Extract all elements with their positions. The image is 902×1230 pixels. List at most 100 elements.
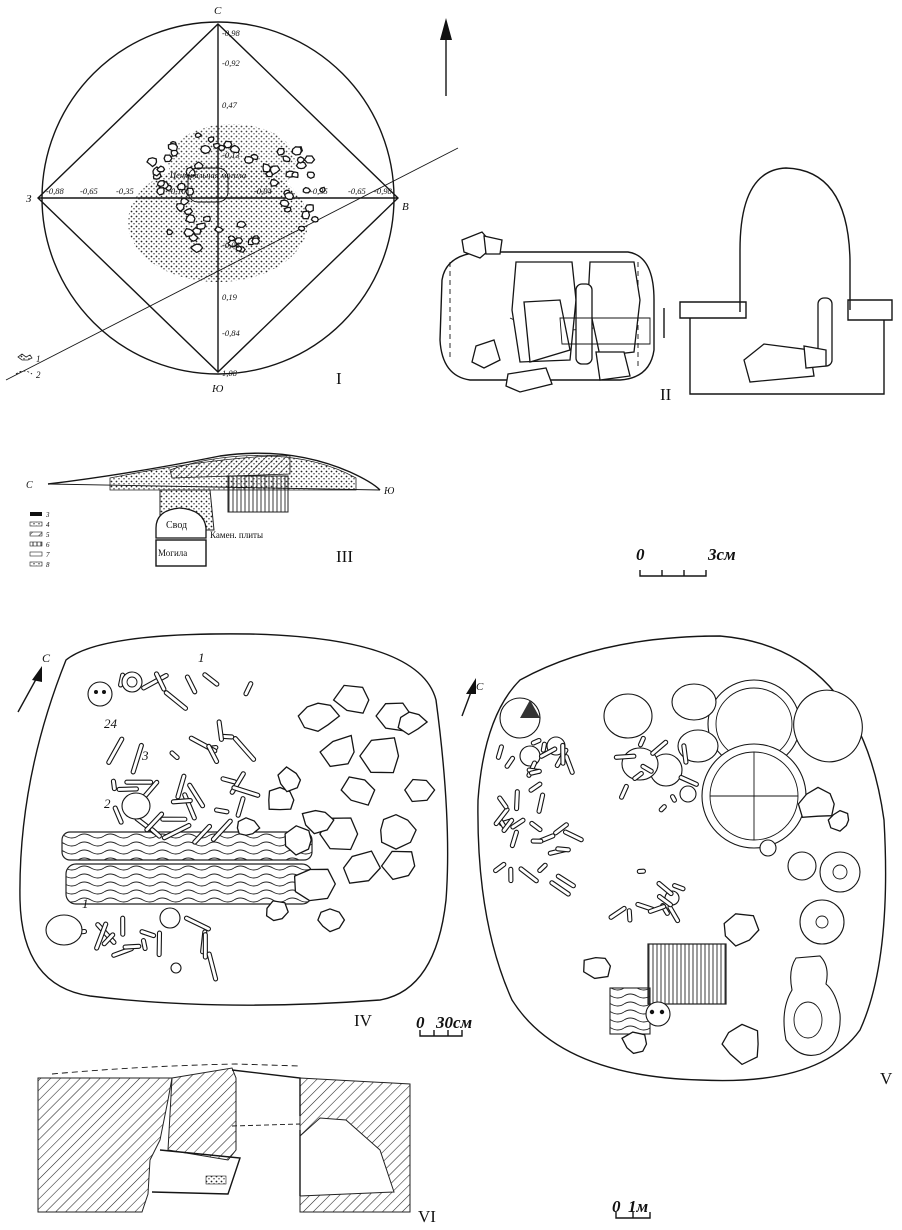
stone	[217, 144, 226, 152]
bone	[184, 674, 198, 695]
bone	[110, 778, 117, 792]
bone	[116, 786, 139, 792]
bone	[235, 796, 246, 818]
stone	[235, 245, 243, 252]
legend-6: 6	[46, 541, 50, 549]
stone	[265, 900, 289, 922]
panel-vi-section: VI	[37, 1063, 436, 1226]
stone	[721, 1023, 759, 1066]
find-number-3: 3	[141, 748, 149, 763]
bone	[632, 770, 644, 781]
scale-small-text: 3см	[707, 545, 736, 564]
stone	[827, 809, 850, 832]
stone	[183, 207, 194, 216]
stone	[276, 147, 286, 156]
scale-bar-large: 0 1м	[612, 1197, 651, 1219]
bone	[213, 807, 230, 815]
level-v6: 0,19	[222, 292, 238, 302]
bone	[206, 951, 219, 982]
stone	[163, 154, 173, 163]
stone	[284, 206, 292, 213]
bone	[555, 873, 576, 889]
bone	[681, 743, 689, 765]
stone-embankment	[128, 124, 326, 282]
stone	[156, 165, 166, 173]
north-arrow	[440, 18, 452, 96]
stone	[304, 204, 314, 213]
cardinal-north: С	[214, 5, 222, 17]
stone	[284, 825, 312, 856]
scale-small-zero: 0	[636, 545, 645, 564]
stone	[176, 182, 186, 191]
level-h8: -0,98	[374, 186, 392, 196]
stone	[185, 187, 195, 196]
cardinal-south: Ю	[211, 383, 224, 395]
bone	[656, 880, 674, 897]
grave-pit-outline	[19, 633, 449, 1006]
legend-8: 8	[46, 561, 50, 569]
bone	[608, 905, 627, 920]
level-v8: 1,08	[222, 368, 238, 378]
stone	[295, 161, 307, 170]
stone	[166, 228, 174, 236]
bone	[640, 763, 654, 774]
panel-i-label: I	[336, 369, 342, 388]
bone	[647, 904, 667, 914]
panel-ii-slab-cist: II	[439, 167, 893, 404]
bone	[163, 690, 189, 711]
bowl-ribbed	[799, 899, 845, 945]
scale-medium-zero: 0	[416, 1013, 425, 1032]
bone	[514, 789, 520, 812]
stone	[213, 225, 225, 233]
bone	[106, 736, 125, 765]
skull	[645, 1001, 671, 1027]
bone	[493, 861, 507, 874]
bone	[175, 773, 187, 800]
bone	[169, 750, 180, 761]
legend-2: 2	[36, 370, 41, 380]
bone	[563, 754, 575, 775]
cauldron	[671, 683, 717, 721]
bone	[170, 798, 193, 805]
panel-iv-label: IV	[354, 1011, 373, 1030]
north-letter-iv: С	[42, 651, 51, 665]
bone	[497, 795, 509, 810]
stone	[196, 222, 206, 230]
bone	[530, 737, 542, 746]
bone	[160, 816, 188, 822]
vault-arch	[739, 167, 851, 312]
bone	[232, 736, 257, 762]
stone	[296, 156, 306, 164]
legend-5: 5	[46, 531, 50, 539]
vault-label: Свод	[166, 520, 187, 531]
bone	[149, 827, 162, 839]
scale-large-zero: 0	[612, 1197, 621, 1216]
find-number-1b: 1	[82, 896, 89, 911]
bone	[504, 755, 516, 769]
panel-iii-label: III	[336, 547, 353, 566]
skull	[679, 785, 697, 803]
bone	[508, 866, 514, 884]
stone	[283, 192, 295, 200]
vessel-2	[121, 792, 151, 820]
stone	[251, 237, 261, 245]
bone	[202, 672, 220, 687]
bone	[202, 932, 208, 960]
stone	[310, 215, 319, 223]
ring-vessel	[121, 671, 143, 693]
legend-3: 3	[45, 511, 50, 519]
level-h4: -0,10	[168, 186, 186, 196]
stone	[167, 142, 179, 152]
bone	[555, 846, 571, 853]
bone	[656, 894, 674, 908]
scale-bar-small: 0 3см	[636, 545, 736, 577]
stone	[319, 734, 355, 768]
bone	[530, 838, 544, 844]
cardinal-west: З	[26, 193, 32, 205]
central-grave-label: Центральная могила	[169, 170, 246, 180]
bone	[509, 829, 519, 849]
stone	[293, 868, 337, 902]
find-number-2: 2	[104, 796, 111, 811]
stone	[243, 155, 254, 165]
panel-i-kurgan-plan: Центральная могила С Ю З В -0,98 -0,92 0…	[5, 5, 459, 395]
